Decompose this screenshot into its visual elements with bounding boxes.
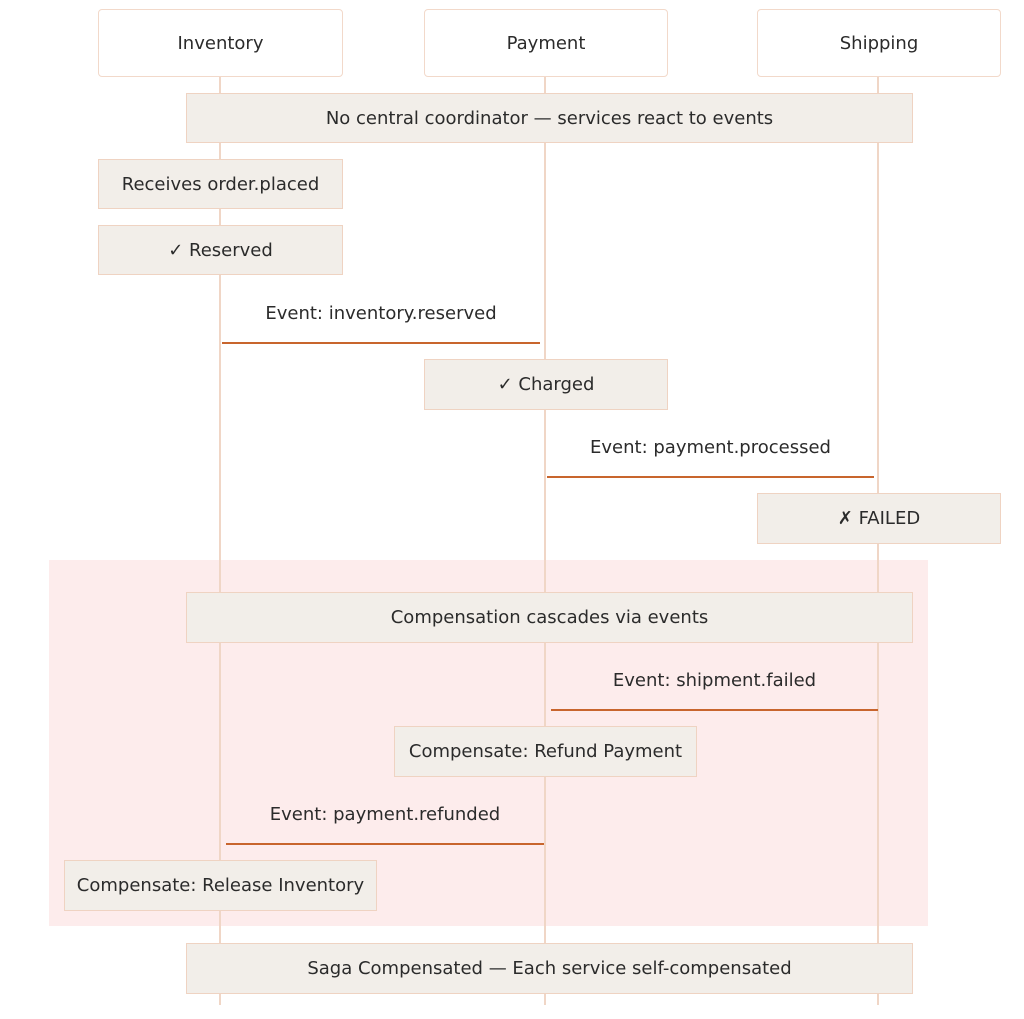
note-coordinator: No central coordinator — services react … xyxy=(186,93,913,143)
participant-inventory[interactable]: Inventory xyxy=(98,9,343,77)
participant-payment[interactable]: Payment xyxy=(424,9,668,77)
message-label-shipment-failed: Event: shipment.failed xyxy=(612,670,817,691)
lifeline-payment xyxy=(544,76,546,1005)
note-saga-compensated: Saga Compensated — Each service self-com… xyxy=(186,943,913,994)
note-text: ✗ FAILED xyxy=(837,508,921,529)
note-refund-payment: Compensate: Refund Payment xyxy=(394,726,697,777)
note-text: ✓ Reserved xyxy=(168,239,273,261)
note-text: Receives order.placed xyxy=(121,173,320,195)
note-compensation: Compensation cascades via events xyxy=(186,592,913,643)
participant-label: Inventory xyxy=(177,32,264,54)
message-label-inventory-reserved: Event: inventory.reserved xyxy=(265,303,497,324)
participant-label: Shipping xyxy=(839,32,919,54)
message-arrow-payment-refunded xyxy=(226,843,544,845)
note-reserved: ✓ Reserved xyxy=(98,225,343,275)
message-label-payment-processed: Event: payment.processed xyxy=(590,437,831,458)
note-text: Saga Compensated — Each service self-com… xyxy=(307,958,792,979)
note-text: Compensate: Release Inventory xyxy=(76,875,365,896)
note-charged: ✓ Charged xyxy=(424,359,668,410)
participant-shipping[interactable]: Shipping xyxy=(757,9,1001,77)
note-text: Compensation cascades via events xyxy=(390,607,709,628)
note-release-inventory: Compensate: Release Inventory xyxy=(64,860,377,911)
message-arrow-payment-processed xyxy=(547,476,874,478)
participant-label: Payment xyxy=(506,32,586,54)
note-receives-order: Receives order.placed xyxy=(98,159,343,209)
note-text: ✓ Charged xyxy=(497,374,595,395)
message-arrow-shipment-failed xyxy=(551,709,878,711)
message-label-payment-refunded: Event: payment.refunded xyxy=(269,804,501,825)
note-text: Compensate: Refund Payment xyxy=(408,741,683,762)
note-failed: ✗ FAILED xyxy=(757,493,1001,544)
message-arrow-inventory-reserved xyxy=(222,342,540,344)
lifeline-inventory xyxy=(219,76,221,1005)
note-text: No central coordinator — services react … xyxy=(325,107,774,129)
